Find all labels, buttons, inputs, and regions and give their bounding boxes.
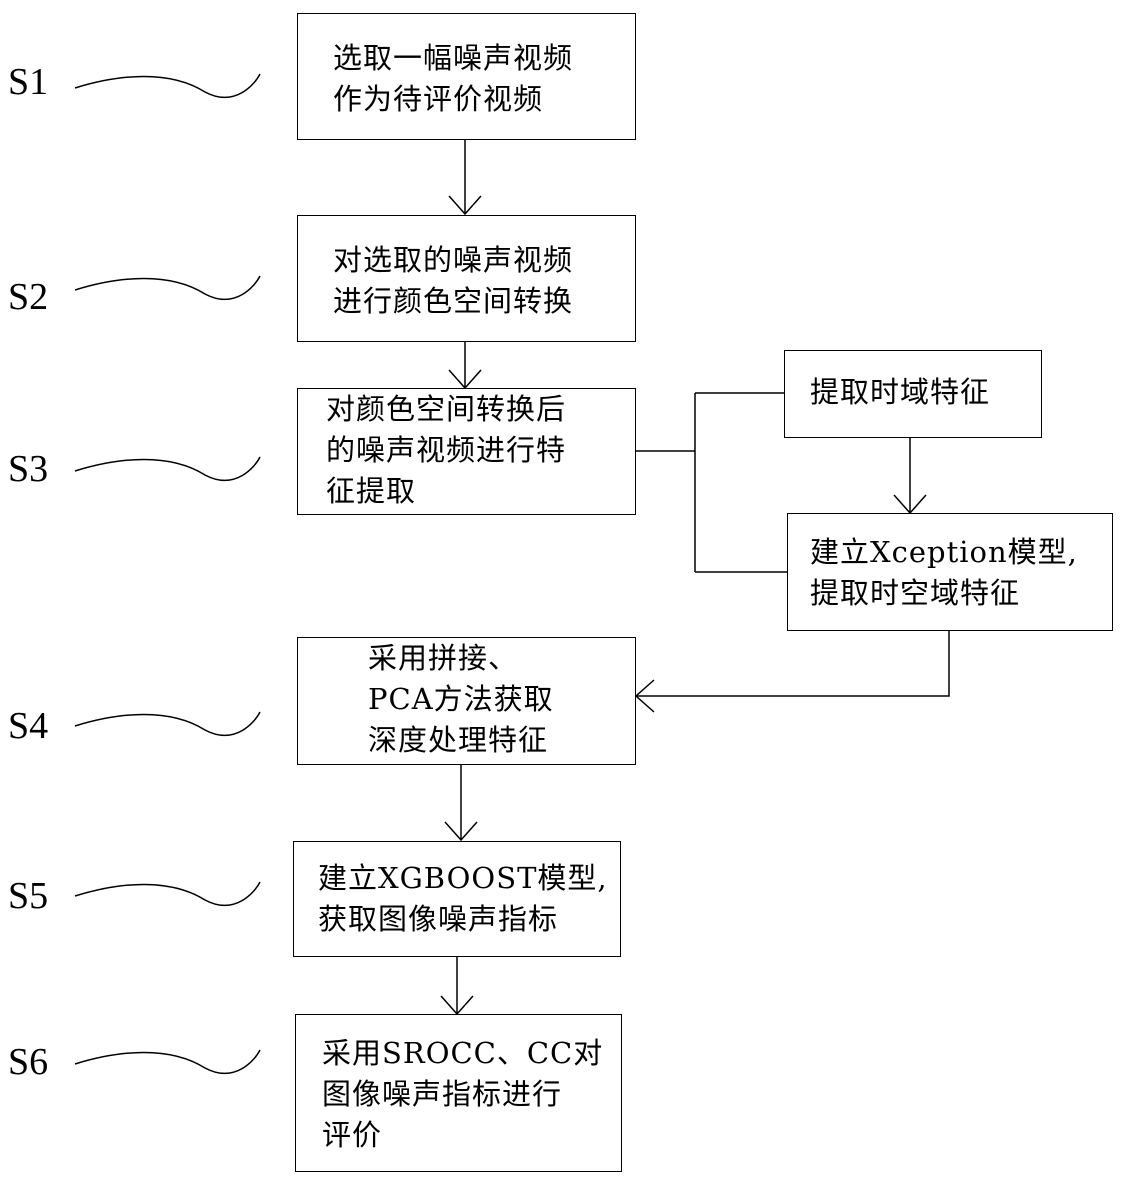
- xception-line-1: 建立Xception模型,: [810, 532, 1112, 573]
- step-s1-line-2: 作为待评价视频: [333, 79, 635, 120]
- step-s2-line-1: 对选取的噪声视频: [333, 240, 635, 281]
- step-s3-line-1: 对颜色空间转换后: [326, 389, 635, 430]
- temporal-feature-box: 提取时域特征: [784, 350, 1042, 438]
- step-box-s4: 采用拼接、 PCA方法获取 深度处理特征: [297, 637, 636, 765]
- step-label-s3: S3: [8, 449, 48, 489]
- step-s5-line-2: 获取图像噪声指标: [318, 899, 620, 940]
- squiggle-s3: [75, 457, 260, 480]
- xception-line-2: 提取时空域特征: [810, 573, 1112, 614]
- step-s6-line-1: 采用SROCC、CC对: [322, 1033, 621, 1074]
- step-label-s1: S1: [8, 62, 48, 102]
- step-s4-line-1: 采用拼接、: [368, 638, 635, 679]
- step-s4-line-3: 深度处理特征: [368, 720, 635, 761]
- squiggle-s1: [75, 74, 260, 97]
- arrow-s4-s5: [445, 765, 477, 840]
- step-box-s2: 对选取的噪声视频 进行颜色空间转换: [297, 215, 636, 342]
- step-s1-line-1: 选取一幅噪声视频: [333, 38, 635, 79]
- step-s6-line-2: 图像噪声指标进行: [322, 1074, 621, 1115]
- temporal-feature-line-1: 提取时域特征: [810, 372, 1041, 413]
- arrow-temporal-xception: [894, 437, 926, 513]
- bracket-s3-side: [636, 393, 787, 572]
- step-box-s3: 对颜色空间转换后 的噪声视频进行特 征提取: [297, 388, 636, 515]
- step-label-s5: S5: [8, 876, 48, 916]
- step-label-s6: S6: [8, 1042, 48, 1082]
- step-label-s4: S4: [8, 706, 48, 746]
- squiggle-s5: [75, 882, 260, 905]
- step-box-s5: 建立XGBOOST模型, 获取图像噪声指标: [293, 841, 621, 957]
- arrow-xception-s4: [636, 630, 949, 712]
- step-s4-line-2: PCA方法获取: [368, 679, 635, 720]
- step-box-s1: 选取一幅噪声视频 作为待评价视频: [297, 13, 636, 140]
- arrow-s5-s6: [441, 957, 473, 1014]
- step-s6-line-3: 评价: [322, 1115, 621, 1156]
- step-s3-line-2: 的噪声视频进行特: [326, 430, 635, 471]
- arrow-s1-s2: [449, 140, 481, 214]
- arrow-s2-s3: [449, 342, 481, 388]
- step-s5-line-1: 建立XGBOOST模型,: [318, 858, 620, 899]
- xception-model-box: 建立Xception模型, 提取时空域特征: [787, 513, 1113, 631]
- step-s2-line-2: 进行颜色空间转换: [333, 281, 635, 322]
- squiggle-s2: [75, 276, 260, 299]
- step-label-s2: S2: [8, 277, 48, 317]
- squiggle-s4: [75, 712, 260, 735]
- step-box-s6: 采用SROCC、CC对 图像噪声指标进行 评价: [295, 1014, 622, 1172]
- step-s3-line-3: 征提取: [326, 471, 635, 512]
- squiggle-s6: [75, 1050, 260, 1073]
